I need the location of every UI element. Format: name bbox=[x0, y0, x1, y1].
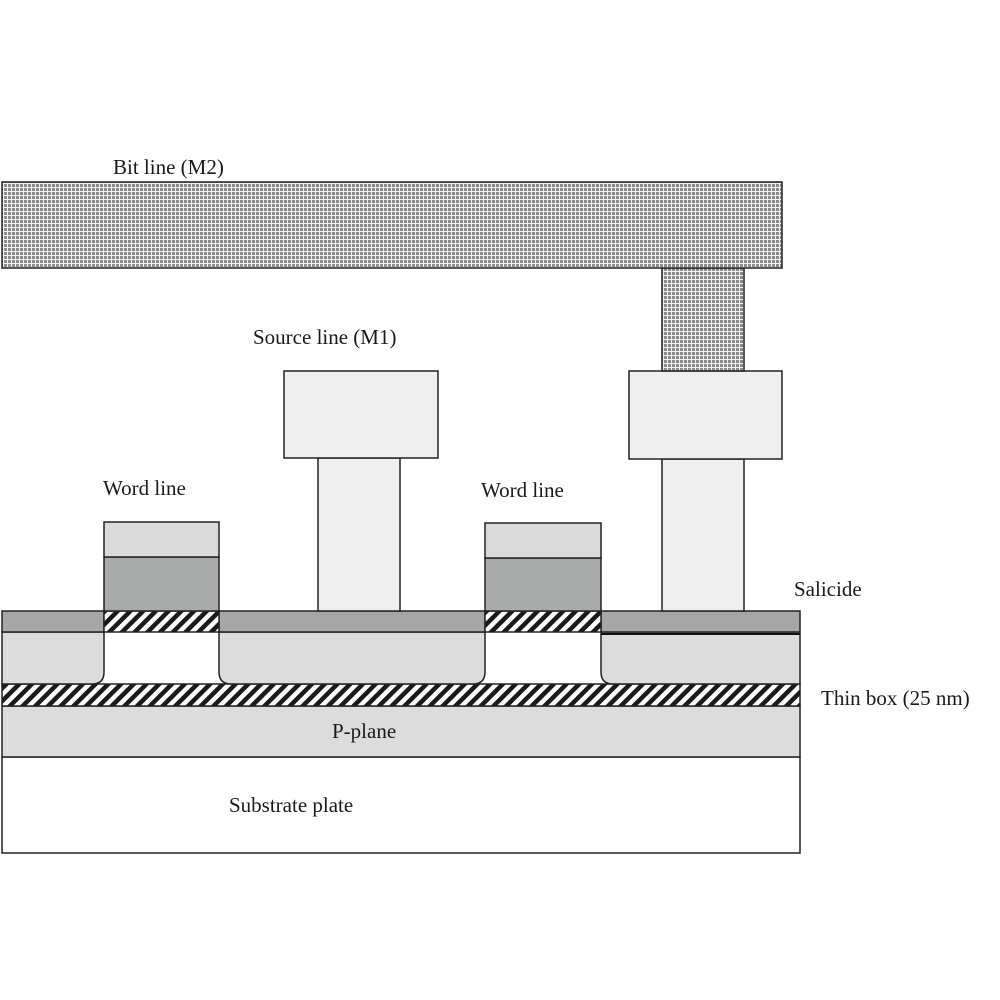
bit-line-label: Bit line (M2) bbox=[113, 155, 224, 179]
salicide-right bbox=[600, 610, 801, 633]
bit-line-m1-pad bbox=[628, 370, 783, 460]
bit-line-via bbox=[661, 267, 745, 372]
word-line-gate-left bbox=[103, 556, 220, 612]
substrate-plate bbox=[1, 756, 801, 854]
word-line-cap-right bbox=[484, 522, 602, 559]
salicide-label: Salicide bbox=[794, 577, 862, 601]
salicide-center bbox=[218, 610, 486, 633]
silicon-region-center bbox=[218, 631, 486, 685]
gate-oxide-right bbox=[484, 610, 602, 633]
word-line-label-right: Word line bbox=[481, 478, 564, 502]
word-line-gate-right bbox=[484, 557, 602, 612]
source-line-label: Source line (M1) bbox=[253, 325, 396, 349]
word-line-label-left: Word line bbox=[103, 476, 186, 500]
source-contact-plug bbox=[317, 457, 401, 612]
silicon-region-right bbox=[600, 631, 801, 685]
p-plane bbox=[1, 705, 801, 758]
word-line-cap-left bbox=[103, 521, 220, 558]
thin-box-layer bbox=[1, 683, 801, 707]
salicide-left bbox=[1, 610, 105, 633]
gate-oxide-left bbox=[103, 610, 220, 633]
p-plane-label: P-plane bbox=[332, 719, 396, 743]
bit-contact-plug bbox=[661, 458, 745, 612]
substrate-plate-label: Substrate plate bbox=[229, 793, 353, 817]
bit-line-m2 bbox=[1, 181, 783, 269]
thin-box-label: Thin box (25 nm) bbox=[821, 686, 970, 710]
silicon-region-left bbox=[1, 631, 105, 685]
source-line-m1-pad bbox=[283, 370, 439, 459]
